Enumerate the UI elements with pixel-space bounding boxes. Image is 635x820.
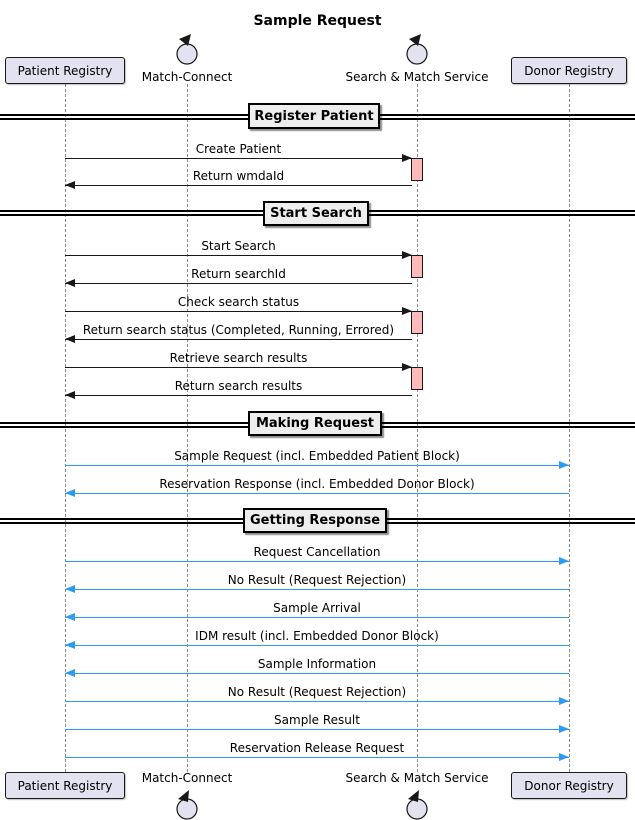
message: Request Cancellation [65, 545, 569, 566]
message-label: Return searchId [191, 267, 286, 281]
activation-bar [411, 255, 423, 278]
message-label: No Result (Request Rejection) [227, 573, 407, 587]
message-label: Sample Information [257, 657, 377, 671]
message: Return search results [65, 379, 412, 400]
arrowhead-right-icon [402, 154, 412, 162]
message-label: Sample Request (incl. Embedded Patient B… [174, 449, 460, 463]
message: No Result (Request Rejection) [65, 573, 569, 594]
message: Return wmdaId [65, 169, 412, 190]
lifeline-donor-registry [569, 84, 570, 772]
message-line [65, 729, 569, 730]
arrowhead-left-icon [65, 391, 75, 399]
message-line [65, 757, 569, 758]
message: IDM result (incl. Embedded Donor Block) [65, 629, 569, 650]
message: Sample Request (incl. Embedded Patient B… [65, 449, 569, 470]
message: Start Search [65, 239, 412, 260]
message: Sample Information [65, 657, 569, 678]
arrowhead-left-icon [65, 181, 75, 189]
message-label: Retrieve search results [169, 351, 308, 365]
activation-bar [411, 367, 423, 390]
arrowhead-right-icon [559, 753, 569, 761]
message: Return searchId [65, 267, 412, 288]
participant-patient-registry-top: Patient Registry [5, 57, 125, 84]
arrowhead-right-icon [402, 307, 412, 315]
message-label: Reservation Response (incl. Embedded Don… [159, 477, 475, 491]
message-line [65, 589, 569, 590]
lifeline-patient-registry [65, 84, 66, 772]
participant-match-connect-label-bottom: Match-Connect [141, 771, 233, 785]
participant-donor-registry-bottom: Donor Registry [511, 772, 627, 799]
control-icon [174, 34, 200, 70]
arrowhead-right-icon [402, 251, 412, 259]
participant-donor-registry-top: Donor Registry [511, 57, 627, 84]
activation-bar [411, 158, 423, 181]
lifeline-search-match-service [417, 84, 418, 772]
message-line [65, 185, 412, 186]
message-line [65, 617, 569, 618]
control-icon [404, 34, 430, 70]
message-line [65, 158, 412, 159]
message: Check search status [65, 295, 412, 316]
message-line [65, 283, 412, 284]
message-label: No Result (Request Rejection) [227, 685, 407, 699]
arrowhead-left-icon [65, 641, 75, 649]
message-line [65, 255, 412, 256]
control-icon [174, 789, 200, 820]
arrowhead-left-icon [65, 279, 75, 287]
divider-start-search: Start Search [263, 201, 369, 226]
participant-patient-registry-bottom: Patient Registry [5, 772, 125, 799]
divider-register-patient: Register Patient [248, 103, 380, 129]
arrowhead-right-icon [559, 697, 569, 705]
message-label: Sample Result [274, 713, 360, 727]
message: Create Patient [65, 142, 412, 163]
message-label: Reservation Release Request [229, 741, 405, 755]
arrowhead-left-icon [65, 585, 75, 593]
message-line [65, 561, 569, 562]
arrowhead-right-icon [402, 363, 412, 371]
message-line [65, 395, 412, 396]
message-label: Return search results [174, 379, 303, 393]
message: Return search status (Completed, Running… [65, 323, 412, 344]
message: Reservation Response (incl. Embedded Don… [65, 477, 569, 498]
message: Sample Arrival [65, 601, 569, 622]
divider-getting-response: Getting Response [243, 508, 387, 533]
message-line [65, 493, 569, 494]
arrowhead-left-icon [65, 669, 75, 677]
message-label: Return wmdaId [192, 169, 285, 183]
message-label: Request Cancellation [253, 545, 381, 559]
message: Sample Result [65, 713, 569, 734]
participant-search-match-service-label-bottom: Search & Match Service [345, 771, 489, 785]
message-label: IDM result (incl. Embedded Donor Block) [195, 629, 439, 643]
arrowhead-right-icon [559, 557, 569, 565]
divider-making-request: Making Request [248, 411, 382, 436]
message: Reservation Release Request [65, 741, 569, 762]
message: No Result (Request Rejection) [65, 685, 569, 706]
message-line [65, 645, 569, 646]
message-line [65, 673, 569, 674]
message-line [65, 465, 569, 466]
participant-match-connect-label-top: Match-Connect [141, 70, 233, 84]
arrowhead-right-icon [559, 461, 569, 469]
control-icon [404, 789, 430, 820]
participant-search-match-service-label-top: Search & Match Service [345, 70, 489, 84]
arrowhead-left-icon [65, 489, 75, 497]
message-line [65, 339, 412, 340]
message: Retrieve search results [65, 351, 412, 372]
arrowhead-left-icon [65, 335, 75, 343]
activation-bar [411, 311, 423, 334]
message-label: Return search status (Completed, Running… [82, 323, 395, 337]
message-label: Sample Arrival [273, 601, 361, 615]
message-label: Start Search [201, 239, 276, 253]
message-line [65, 701, 569, 702]
message-label: Check search status [177, 295, 300, 309]
lifeline-match-connect [187, 84, 188, 772]
arrowhead-right-icon [559, 725, 569, 733]
message-line [65, 311, 412, 312]
message-label: Create Patient [195, 142, 282, 156]
message-line [65, 367, 412, 368]
arrowhead-left-icon [65, 613, 75, 621]
diagram-title: Sample Request [253, 13, 382, 29]
